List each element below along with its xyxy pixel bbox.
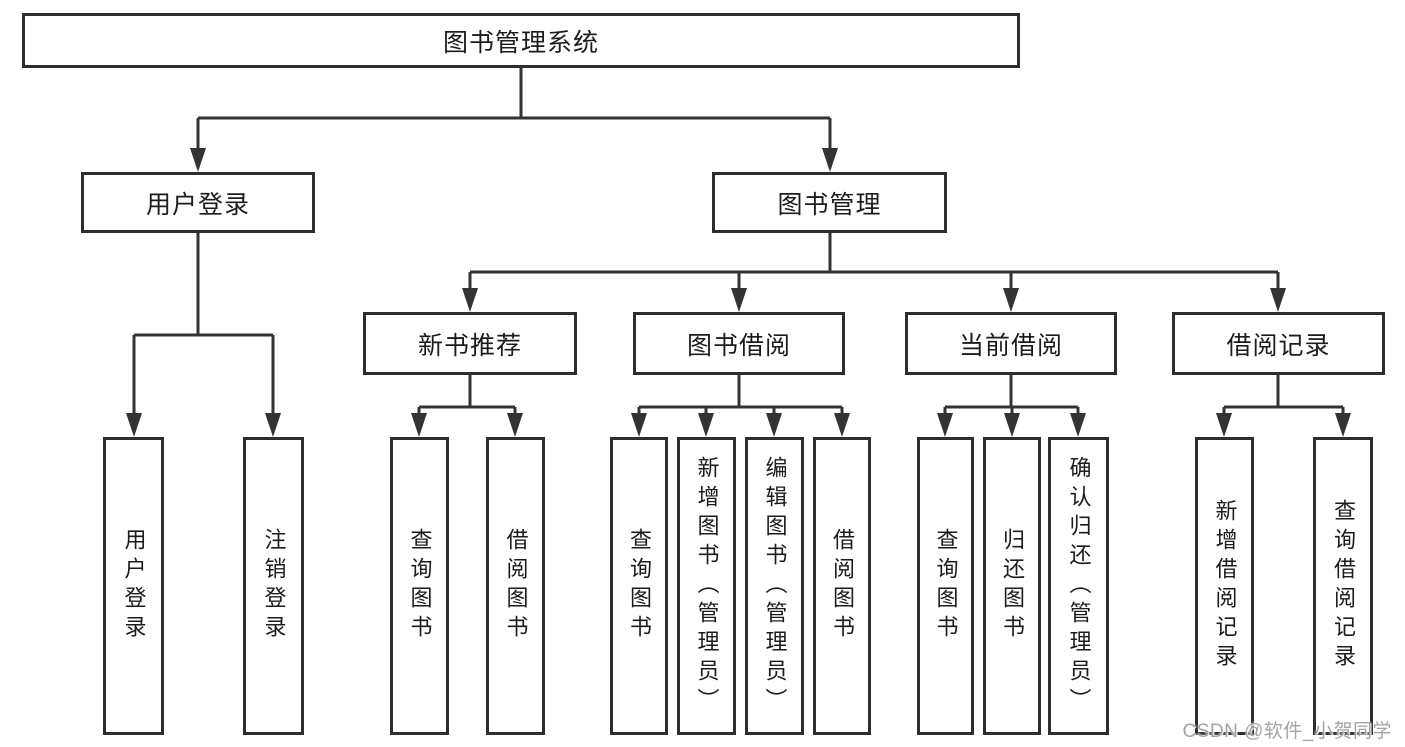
leaf-borrow-book-2: 借阅图书	[813, 437, 871, 735]
leaf-query-book-3-label: 查询图书	[933, 528, 959, 644]
leaf-add-borrow-record-label: 新增借阅记录	[1212, 499, 1238, 673]
csdn-watermark: CSDN @软件_小贺同学	[1182, 721, 1392, 742]
leaf-return-book: 归还图书	[983, 437, 1041, 735]
leaf-logout-label: 注销登录	[261, 528, 287, 644]
leaf-borrow-book-1: 借阅图书	[486, 437, 545, 735]
leaf-user-login-label: 用户登录	[121, 528, 147, 644]
leaf-edit-book-admin-label: 编辑图书（管理员）	[762, 455, 788, 717]
leaf-edit-book-admin: 编辑图书（管理员）	[745, 437, 804, 735]
node-current-borrow: 当前借阅	[905, 312, 1117, 375]
leaf-logout: 注销登录	[243, 437, 304, 735]
leaf-user-login: 用户登录	[103, 437, 164, 735]
leaf-return-book-label: 归还图书	[1000, 528, 1025, 644]
node-root: 图书管理系统	[22, 13, 1020, 68]
leaf-borrow-book-1-label: 借阅图书	[503, 528, 529, 644]
leaf-query-borrow-record: 查询借阅记录	[1313, 437, 1373, 735]
leaf-add-book-admin-label: 新增图书（管理员）	[694, 455, 720, 717]
leaf-confirm-return-admin: 确认归还（管理员）	[1048, 437, 1109, 735]
node-user-login: 用户登录	[81, 172, 315, 233]
leaf-query-book-2-label: 查询图书	[627, 528, 652, 644]
leaf-add-book-admin: 新增图书（管理员）	[677, 437, 736, 735]
node-new-book-recommend: 新书推荐	[363, 312, 577, 375]
leaf-query-book-2: 查询图书	[610, 437, 668, 735]
leaf-query-book-3: 查询图书	[917, 437, 974, 735]
node-book-management: 图书管理	[712, 172, 947, 233]
leaf-add-borrow-record: 新增借阅记录	[1195, 437, 1254, 735]
leaf-confirm-return-admin-label: 确认归还（管理员）	[1066, 455, 1092, 717]
node-book-borrow: 图书借阅	[633, 312, 845, 375]
leaf-borrow-book-2-label: 借阅图书	[830, 528, 855, 644]
leaf-query-book-1: 查询图书	[390, 437, 449, 735]
leaf-query-book-1-label: 查询图书	[407, 528, 433, 644]
leaf-query-borrow-record-label: 查询借阅记录	[1331, 499, 1356, 673]
node-borrow-record: 借阅记录	[1172, 312, 1385, 375]
